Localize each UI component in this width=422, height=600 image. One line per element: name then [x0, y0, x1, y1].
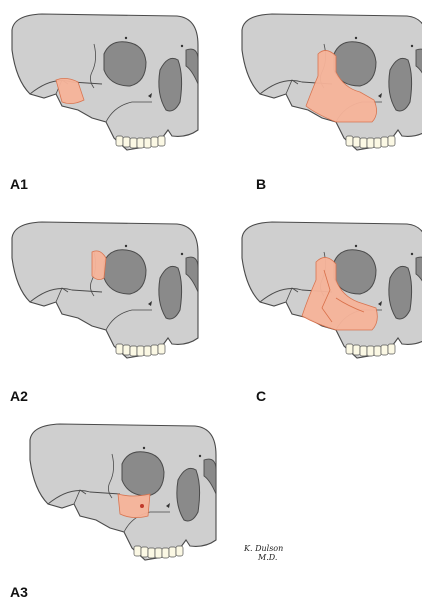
- panel-label-a3: A3: [10, 584, 28, 600]
- signature-suffix: M.D.: [244, 553, 283, 562]
- panel-b-skull: [242, 14, 422, 150]
- panel-c-skull: [242, 222, 422, 358]
- panel-a2-skull: [12, 222, 198, 358]
- panel-a3-skull: [30, 424, 216, 560]
- panel-label-a2: A2: [10, 388, 28, 404]
- fracture-region-a2: [92, 251, 106, 280]
- panel-label-c: C: [256, 388, 266, 404]
- panel-a1-skull: [12, 14, 198, 150]
- fracture-region-a3: [118, 494, 150, 518]
- panel-label-b: B: [256, 176, 266, 192]
- artist-signature: K. Dulson M.D.: [244, 544, 283, 562]
- panel-label-a1: A1: [10, 176, 28, 192]
- signature-name: K. Dulson: [244, 544, 283, 553]
